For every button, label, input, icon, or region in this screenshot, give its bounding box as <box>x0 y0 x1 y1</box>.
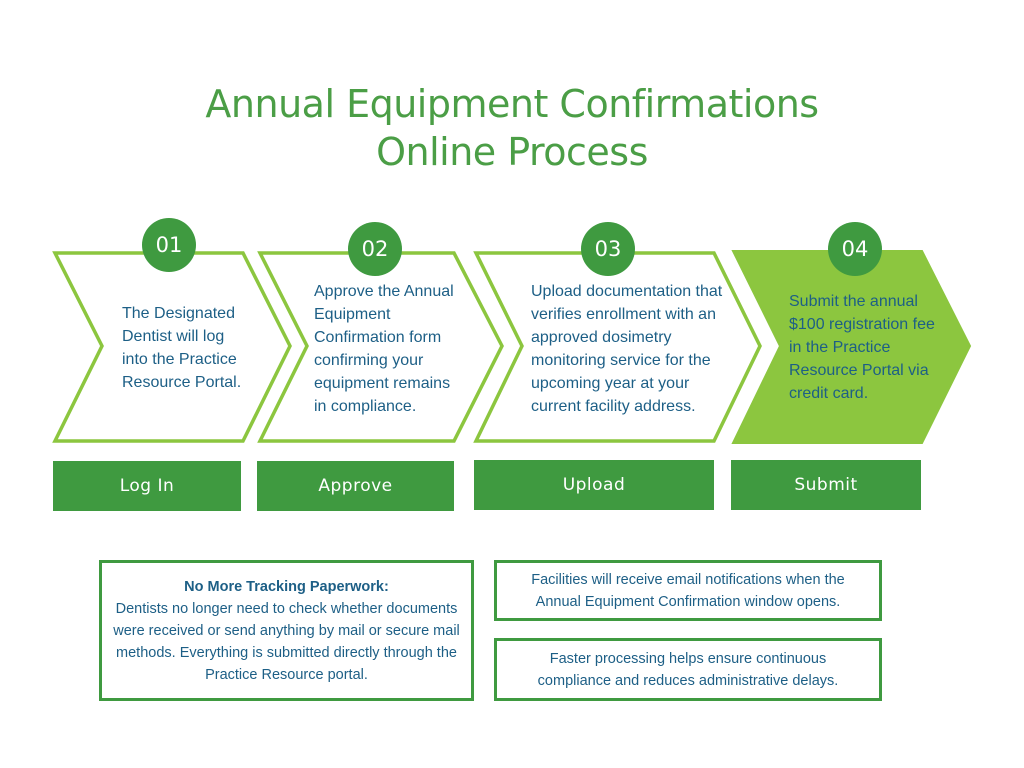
upload-button[interactable]: Upload <box>474 460 714 510</box>
notifications-text: Facilities will receive email notificati… <box>531 571 845 610</box>
chevron-step-2 <box>257 251 504 443</box>
step-3-number: 03 <box>581 222 635 276</box>
paperwork-body: Dentists no longer need to check whether… <box>113 600 460 683</box>
step-3-text: Upload documentation that verifies enrol… <box>531 283 723 415</box>
step-1-text: The Designated Dentist will log into the… <box>122 305 242 391</box>
title-line-1: Annual Equipment Confirmations <box>205 82 819 126</box>
chevron-step-3 <box>473 251 762 443</box>
approve-button[interactable]: Approve <box>257 461 454 511</box>
chevron-step-1 <box>52 251 292 443</box>
title-line-2: Online Process <box>376 130 648 174</box>
notifications-info-box: Facilities will receive email notificati… <box>494 560 882 621</box>
processing-info-box: Faster processing helps ensure continuou… <box>494 638 882 701</box>
paperwork-info-box: No More Tracking Paperwork: Dentists no … <box>99 560 474 701</box>
log-in-button[interactable]: Log In <box>53 461 241 511</box>
page-title: Annual Equipment Confirmations Online Pr… <box>0 80 1024 176</box>
paperwork-heading: No More Tracking Paperwork: <box>184 578 389 595</box>
step-1-number: 01 <box>142 218 196 272</box>
processing-text: Faster processing helps ensure continuou… <box>537 650 839 689</box>
step-2-number: 02 <box>348 222 402 276</box>
submit-button[interactable]: Submit <box>731 460 921 510</box>
step-4-number: 04 <box>828 222 882 276</box>
step-2-text: Approve the Annual Equipment Confirmatio… <box>314 283 454 415</box>
chevron-step-4 <box>731 250 972 444</box>
step-4-text: Submit the annual $100 registration fee … <box>789 293 935 402</box>
